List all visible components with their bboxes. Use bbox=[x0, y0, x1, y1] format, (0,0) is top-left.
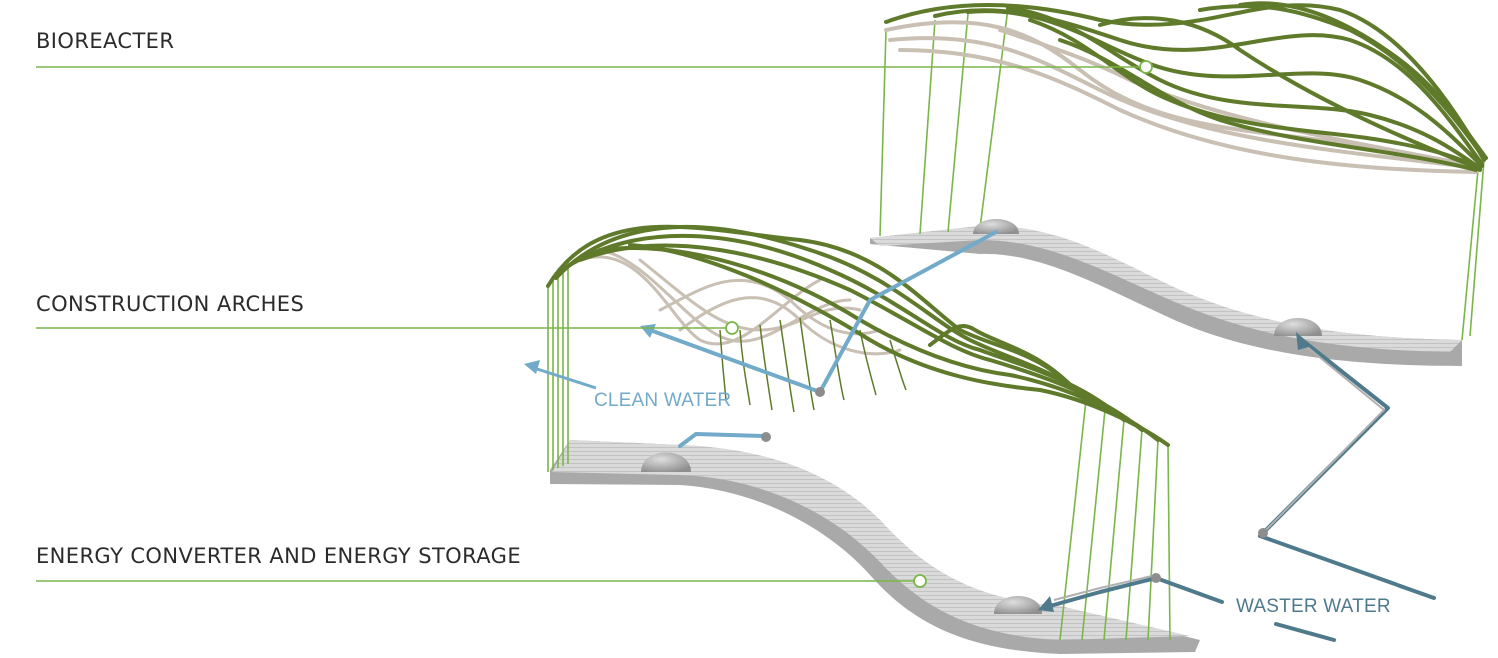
leader-energy bbox=[36, 574, 927, 588]
arrow-icon bbox=[1038, 596, 1054, 612]
lower-platform bbox=[550, 440, 1200, 654]
clean-water-pipe bbox=[648, 230, 998, 448]
upper-module bbox=[870, 1, 1488, 366]
upper-posts bbox=[879, 7, 1485, 341]
arrow-icon bbox=[524, 360, 540, 374]
label-clean-water: CLEAN WATER bbox=[594, 390, 732, 411]
node-circle-icon bbox=[1139, 60, 1153, 74]
lower-arches-outer bbox=[546, 224, 1170, 447]
upper-arches-inner bbox=[884, 20, 1480, 174]
pipe-joint bbox=[761, 387, 825, 442]
waste-pipe-highlight bbox=[1053, 345, 1386, 601]
dome-icon bbox=[973, 219, 1019, 234]
node-circle-icon bbox=[913, 574, 927, 588]
label-waste-water: WASTER WATER bbox=[1236, 596, 1391, 617]
clean-water-arrow-line bbox=[533, 366, 597, 390]
upper-arches-outer bbox=[884, 1, 1488, 172]
arrow-icon bbox=[1296, 332, 1312, 350]
pipe-joint bbox=[1151, 528, 1268, 583]
label-construction-arches: CONSTRUCTION ARCHES bbox=[36, 292, 305, 316]
label-energy-converter: ENERGY CONVERTER AND ENERGY STORAGE bbox=[36, 544, 521, 568]
dome-icon bbox=[1274, 318, 1322, 336]
dome-icon bbox=[641, 452, 691, 472]
label-bioreactor: BIOREACTER bbox=[36, 29, 175, 53]
lower-posts bbox=[547, 262, 1171, 641]
leader-bioreactor bbox=[36, 60, 1153, 74]
dome-icon bbox=[994, 596, 1042, 614]
leader-construction-arches bbox=[36, 321, 739, 335]
upper-platform bbox=[870, 225, 1462, 366]
node-circle-icon bbox=[725, 321, 739, 335]
